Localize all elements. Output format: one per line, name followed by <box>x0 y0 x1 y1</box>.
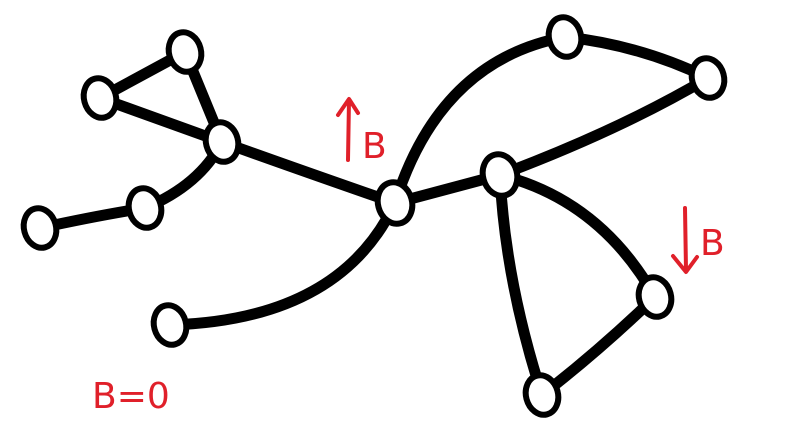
graph-node-n2 <box>165 29 205 75</box>
graph-edge-n8-n10 <box>559 31 714 84</box>
graph-edge-n11-n12 <box>536 291 661 401</box>
graph-edge-n9-n10 <box>494 72 714 181</box>
graph-node-n9 <box>479 151 521 199</box>
graph-node-n1 <box>80 75 120 121</box>
down-arrow-label: B <box>700 223 725 264</box>
graph-node-n8 <box>545 14 585 60</box>
graph-node-n3 <box>20 205 60 251</box>
graph-edge-n7-n8 <box>389 31 571 209</box>
up-arrow-annotation: B <box>336 97 387 167</box>
graph-edge-n7-n6 <box>164 197 401 331</box>
graph-edge-n9-n12 <box>494 169 548 401</box>
graph-edge-n1-n4 <box>94 92 228 148</box>
graph-node-n4 <box>202 119 242 165</box>
graph-node-n11 <box>635 274 675 320</box>
graph-node-n12 <box>522 372 562 418</box>
graph-node-n6 <box>150 302 190 348</box>
up-arrow-label: B <box>362 126 387 167</box>
up-arrow-icon <box>336 97 360 162</box>
graph-node-n5 <box>125 185 165 231</box>
graph-node-n7 <box>374 179 416 227</box>
graph-node-n10 <box>688 55 728 101</box>
down-arrow-icon <box>671 206 699 274</box>
down-arrow-annotation: B <box>671 206 725 274</box>
graph-edge-n9-n11 <box>494 169 661 303</box>
node-layer <box>20 14 728 418</box>
formula-label: B=0 <box>92 376 170 417</box>
